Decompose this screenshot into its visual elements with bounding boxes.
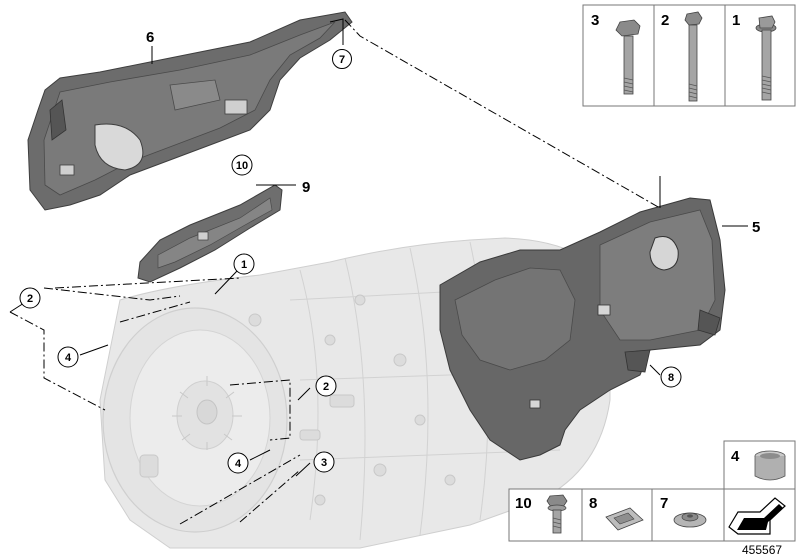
callout-10-circle: 10 — [231, 154, 253, 176]
callout-4-bottom: 4 — [235, 458, 242, 470]
part-10-number: 10 — [515, 495, 532, 512]
part-3-number: 3 — [591, 12, 599, 29]
part-7-number: 7 — [660, 495, 668, 512]
callout-1-circle: 1 — [233, 253, 255, 275]
part-2-number: 2 — [661, 12, 669, 29]
callout-4-bottom-circle: 4 — [227, 452, 249, 474]
callout-2-right-circle: 2 — [315, 375, 337, 397]
callout-5: 5 — [752, 219, 760, 236]
callout-leaders — [9, 46, 748, 477]
callout-7: 7 — [339, 54, 345, 66]
callout-4-left-circle: 4 — [57, 346, 79, 368]
callout-3: 3 — [321, 457, 327, 469]
callout-6: 6 — [146, 29, 154, 46]
heat-shield-upper — [27, 11, 353, 211]
clip-icon — [605, 507, 644, 531]
flange-bolt-icon — [755, 15, 777, 101]
parts-panel-bolts: 3 2 1 — [582, 4, 796, 107]
callout-9: 9 — [302, 179, 310, 196]
callout-4-left: 4 — [65, 352, 72, 364]
arrow-symbol-icon — [728, 497, 786, 535]
callout-3-circle: 3 — [313, 451, 335, 473]
callout-7-circle: 7 — [332, 49, 352, 69]
part-8-number: 8 — [589, 495, 597, 512]
short-bolt-icon — [615, 19, 641, 95]
sleeve-icon — [754, 450, 786, 481]
callout-2-left-circle: 2 — [19, 287, 41, 309]
callout-2-left: 2 — [27, 293, 33, 305]
long-stud-bolt-icon — [684, 11, 703, 102]
heat-shield-rear — [439, 197, 726, 461]
parts-panel-small: 4 10 8 7 — [508, 440, 796, 542]
callout-10: 10 — [236, 160, 248, 172]
callout-1: 1 — [241, 259, 247, 271]
callout-2-right: 2 — [323, 381, 329, 393]
part-1-number: 1 — [732, 12, 740, 29]
part-4-number: 4 — [731, 448, 740, 465]
speed-nut-icon — [673, 512, 707, 528]
small-bolt-icon — [546, 494, 568, 534]
callout-8: 8 — [668, 372, 674, 384]
callout-8-circle: 8 — [660, 366, 682, 388]
reference-number: 455567 — [742, 543, 782, 557]
leader-lines — [9, 18, 661, 525]
heat-shield-small — [137, 184, 283, 283]
